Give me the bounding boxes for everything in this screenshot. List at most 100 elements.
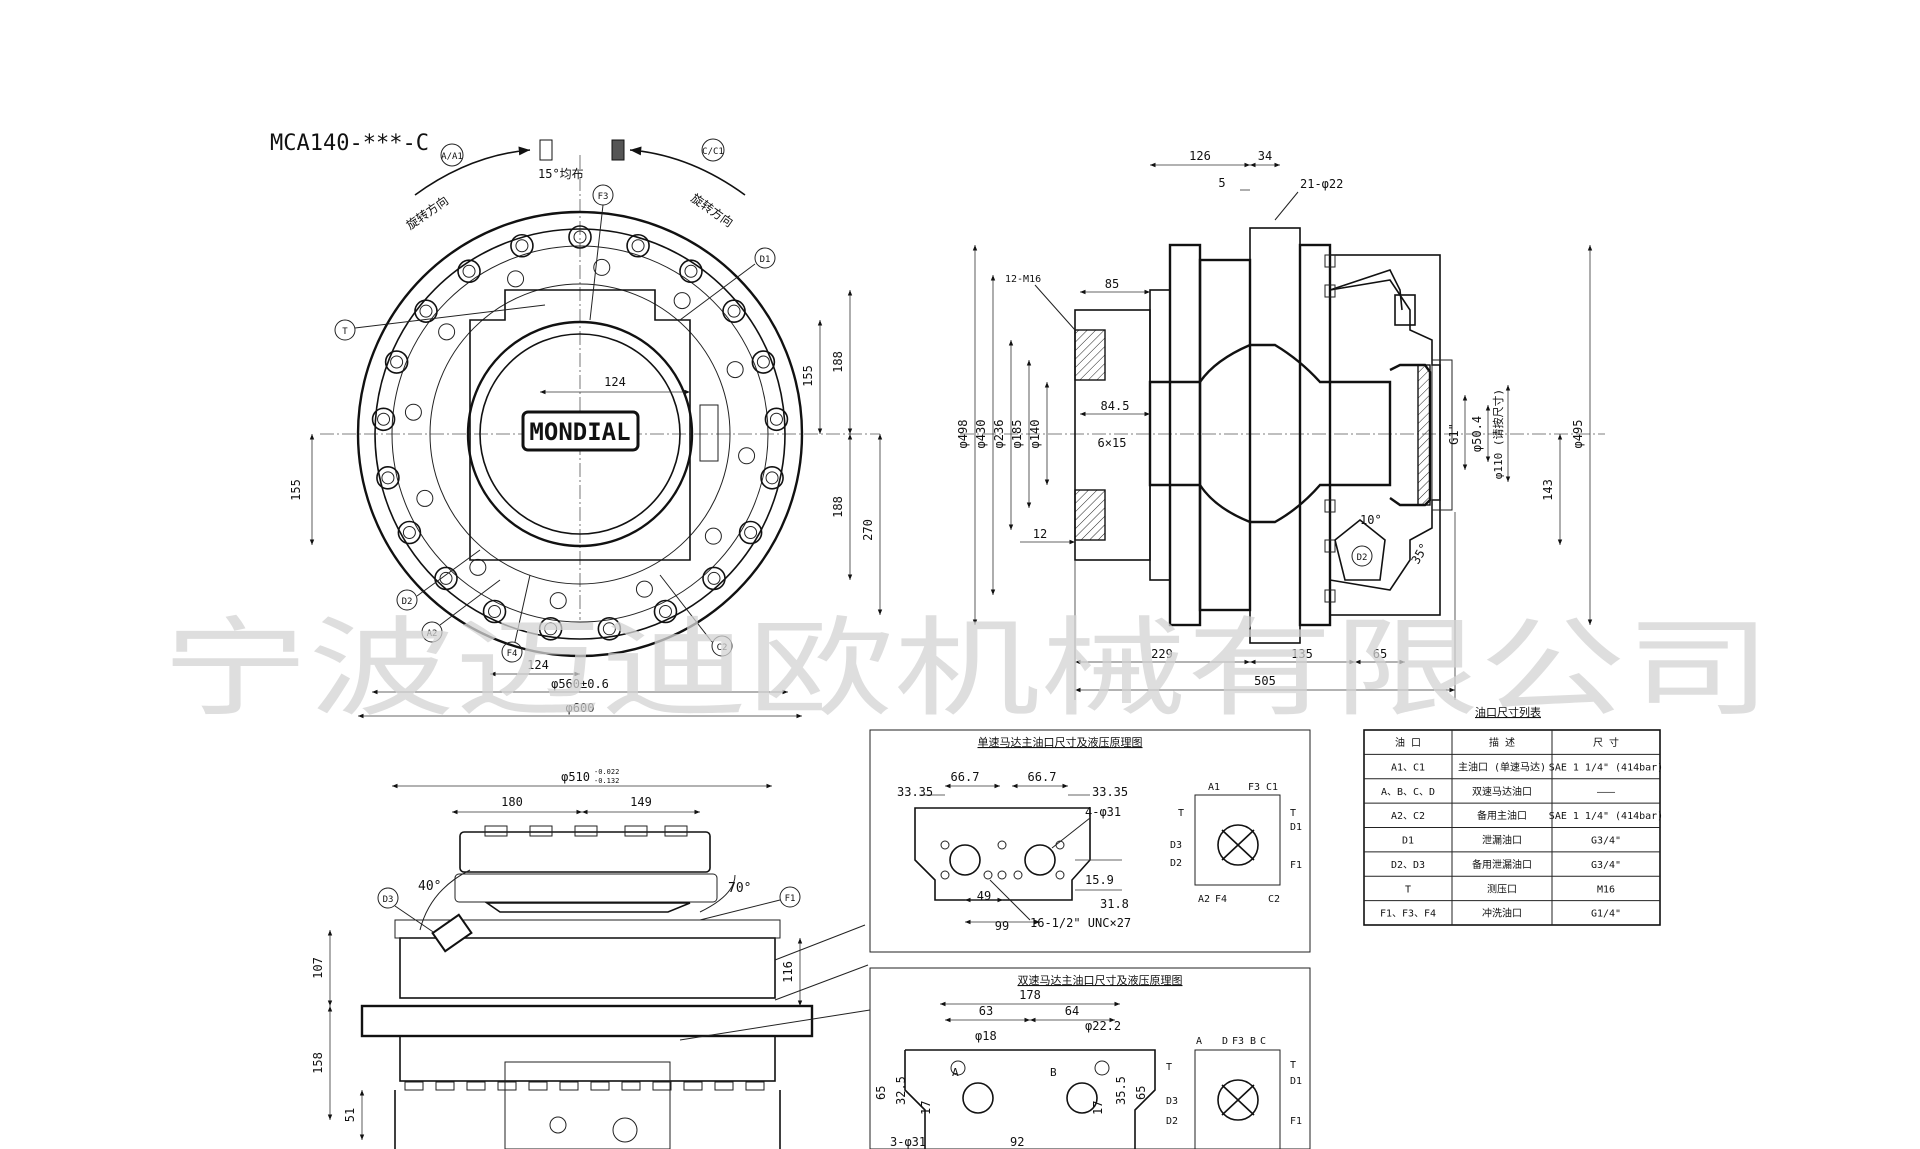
bolt-hole-inner <box>416 489 434 507</box>
dim-116: 116 <box>781 961 795 983</box>
single-speed-detail-box: 单速马达主油口尺寸及液压原理图 33.35 66.7 66.7 33.35 4-… <box>869 729 1311 953</box>
bolt-hole-outer <box>738 520 763 545</box>
dim-155-right: 155 <box>801 365 815 387</box>
ss-dim-66-7-right: 66.7 <box>1028 770 1057 784</box>
table-cell: A、B、C、D <box>1381 787 1435 798</box>
ds-sch-f3: F3 <box>1232 1036 1244 1047</box>
ds-sch-d3: D3 <box>1166 1096 1178 1107</box>
svg-text:D2: D2 <box>402 597 413 607</box>
bolt-hole-inner <box>673 292 691 310</box>
dim-12-m16: 12-M16 <box>1005 274 1041 285</box>
thread-hole <box>1013 870 1023 880</box>
bolt-hole-outer <box>397 520 422 545</box>
ss-sch-c2: C2 <box>1268 894 1280 905</box>
table-cell: 泄漏油口 <box>1482 834 1522 847</box>
port-callout-a-a1: A/A1 <box>440 143 464 167</box>
table-cell: F1、F3、F4 <box>1380 909 1436 920</box>
ds-port-a: A <box>952 1066 959 1079</box>
port-callout-d2-side: D2 <box>1357 553 1368 563</box>
ds-sch-d2: D2 <box>1166 1116 1178 1127</box>
dim-143: 143 <box>1541 479 1555 501</box>
ds-sch-c: C <box>1260 1036 1266 1047</box>
ss-dim-unc: 16-1/2" UNC×27 <box>1030 916 1131 930</box>
table-cell: 冲洗油口 <box>1482 907 1522 920</box>
thread-hole <box>997 870 1007 880</box>
port-callout-f1: F1 <box>699 886 801 921</box>
mondial-logo <box>521 410 640 452</box>
ds-dim-65-left: 65 <box>874 1086 888 1100</box>
angle-note: 15°均布 <box>538 167 584 181</box>
rotation-direction-right: 旋转方向 <box>688 190 736 230</box>
dim-85: 85 <box>1105 277 1119 291</box>
bolt-head <box>590 1081 610 1091</box>
thread-hole <box>940 840 950 850</box>
bolt-hole-outer <box>510 233 534 258</box>
svg-text:F4: F4 <box>507 649 518 659</box>
ds-dim-178: 178 <box>1019 988 1041 1002</box>
thread-hole <box>1055 870 1065 880</box>
svg-text:D3: D3 <box>383 895 394 905</box>
ds-sch-a: A <box>1196 1036 1202 1047</box>
svg-text:C/C1: C/C1 <box>702 147 724 157</box>
table-cell: 备用泄漏油口 <box>1472 858 1532 871</box>
dim-155-left: 155 <box>289 479 303 501</box>
dim-phi510: φ510 <box>561 770 590 784</box>
dim-phi600: φ600 <box>566 701 595 715</box>
side-bolt <box>1324 589 1336 603</box>
bolt-head <box>528 1081 548 1091</box>
ss-sch-a2: A2 <box>1198 894 1210 905</box>
bolt-head <box>664 825 688 837</box>
dim-180: 180 <box>501 795 523 809</box>
ds-sch-d: D <box>1222 1036 1228 1047</box>
bolt-hole-inner <box>635 580 653 598</box>
dim-phi560: φ560±0.6 <box>551 677 609 691</box>
bolt-hole-outer <box>679 259 703 284</box>
bolt-hole-outer <box>751 350 776 374</box>
port-table-title: 油口尺寸列表 <box>1475 705 1541 719</box>
bolt-head <box>559 1081 579 1091</box>
dim-phi510-tol-upper: -0.022 <box>594 768 619 776</box>
ds-dim-3-phi31: 3-φ31 <box>890 1135 926 1149</box>
port-callout-f3: F3 <box>589 184 614 321</box>
svg-text:T: T <box>342 327 348 337</box>
bolt-head <box>652 1081 672 1091</box>
bolt-hole-outer <box>482 599 507 624</box>
dim-124-top: 124 <box>604 375 626 389</box>
table-cell: 测压口 <box>1487 882 1517 895</box>
ss-sch-t-right: T <box>1290 808 1296 819</box>
bolt-head <box>683 1081 703 1091</box>
table-cell: D1 <box>1402 836 1414 847</box>
bolt-head <box>435 1081 455 1091</box>
dim-21-phi22: 21-φ22 <box>1300 177 1343 191</box>
thread-hole <box>997 840 1007 850</box>
side-bolt <box>1324 254 1336 268</box>
bolt-head <box>529 825 553 837</box>
bolt-hole-outer <box>722 299 746 323</box>
dim-505: 505 <box>1254 674 1276 688</box>
table-cell: 主油口 (单速马达) <box>1458 760 1546 773</box>
ds-dim-65-right: 65 <box>1134 1086 1148 1100</box>
ds-dim-17-left: 17 <box>919 1101 933 1115</box>
ss-sch-f3: F3 <box>1248 782 1260 793</box>
bolt-hole-inner <box>738 447 756 465</box>
dim-10deg: 10° <box>1360 513 1382 527</box>
bolt-hole-inner <box>438 323 456 341</box>
table-cell: 双速马达油口 <box>1472 785 1532 798</box>
ss-dim-33-35-right: 33.35 <box>1092 785 1128 799</box>
dim-12: 12 <box>1033 527 1047 541</box>
side-bolt <box>1324 539 1336 553</box>
ss-dim-4-phi31: 4-φ31 <box>1085 805 1121 819</box>
table-header-cell: 描 述 <box>1489 736 1515 749</box>
bolt-hole-outer <box>764 407 789 432</box>
ds-dim-17-right: 17 <box>1091 1101 1105 1115</box>
ss-sch-c1: C1 <box>1266 782 1278 793</box>
ss-dim-33-35-left: 33.35 <box>897 785 933 799</box>
dim-5: 5 <box>1218 176 1225 190</box>
bolt-hole-outer <box>653 599 678 624</box>
dim-126: 126 <box>1189 149 1211 163</box>
bolt-hole-outer <box>760 466 784 490</box>
svg-text:C2: C2 <box>717 643 728 653</box>
dual-speed-title: 双速马达主油口尺寸及液压原理图 <box>1018 973 1183 987</box>
dim-phi110: φ110 (请按尺寸) <box>1491 389 1505 479</box>
